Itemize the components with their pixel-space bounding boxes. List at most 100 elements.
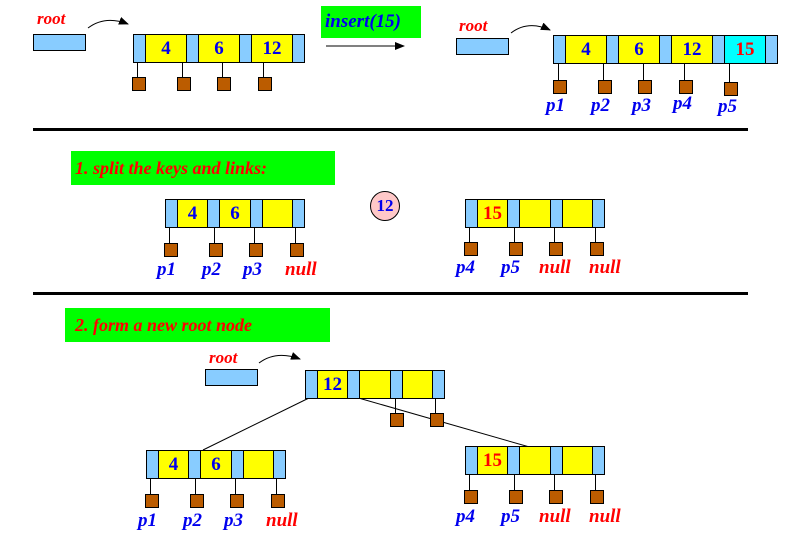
edge-root-left: [202, 396, 312, 451]
child-box: [271, 494, 285, 508]
link-line: [235, 478, 236, 494]
child-box: [598, 80, 612, 94]
root-arrow-after: [510, 22, 551, 34]
pointer-label: p3: [243, 259, 262, 280]
pointer-slot: [660, 36, 672, 63]
pointer-slot: [240, 35, 252, 62]
child-box: [230, 494, 244, 508]
pointer-slot: [250, 200, 263, 227]
pointer-label-null: null: [266, 510, 298, 531]
step2-banner: 2. form a new root node: [65, 308, 330, 342]
pointer-label: p2: [202, 259, 221, 280]
key-slot: 4: [146, 35, 187, 62]
pointer-label: p1: [138, 510, 157, 531]
link-line: [595, 474, 596, 490]
link-line: [295, 227, 296, 243]
child-box: [190, 494, 204, 508]
child-box: [258, 77, 272, 91]
pointer-label: p5: [501, 257, 520, 278]
new-key-slot: 15: [725, 36, 766, 63]
key-slot: 12: [252, 35, 293, 62]
pointer-label-null: null: [285, 259, 317, 280]
pointer-slot: [550, 200, 563, 227]
key-slot: 6: [619, 36, 660, 63]
edge-root-right: [354, 396, 534, 449]
key-slot: [520, 447, 551, 474]
pointer-label: p1: [157, 259, 176, 280]
key-slot: 15: [477, 200, 509, 227]
promoted-key: 12: [370, 191, 400, 221]
pointer-slot: [508, 447, 521, 474]
link-line: [435, 398, 436, 413]
pointer-slot: [187, 35, 199, 62]
pointer-label: p2: [591, 95, 610, 116]
root-label-before: root: [37, 9, 66, 28]
key-slot: 6: [199, 35, 240, 62]
key-slot: 6: [201, 451, 232, 478]
link-line: [514, 474, 515, 490]
pointer-slot: [306, 371, 318, 398]
link-line: [137, 62, 138, 77]
pointer-label-null: null: [539, 506, 571, 527]
link-line: [169, 227, 170, 243]
link-line: [276, 478, 277, 494]
pointer-slot: [348, 371, 361, 398]
child-box: [509, 242, 523, 256]
pointer-label: p4: [673, 93, 692, 114]
link-line: [195, 478, 196, 494]
pointer-label-null: null: [539, 257, 571, 278]
pointer-slot: [554, 36, 566, 63]
pointer-slot: [208, 200, 221, 227]
link-line: [643, 63, 644, 80]
root-arrow-step2: [258, 352, 301, 364]
step1-right-node: 15: [465, 199, 605, 228]
child-box: [249, 243, 263, 257]
pointer-label: p5: [718, 96, 737, 117]
child-box: [164, 243, 178, 257]
pointer-slot: [134, 35, 146, 62]
link-line: [603, 63, 604, 80]
key-slot: [360, 371, 391, 398]
child-box: [209, 243, 223, 257]
pointer-slot: [293, 35, 304, 62]
pointer-slot: [607, 36, 619, 63]
root-label-after: root: [459, 16, 488, 35]
pointer-slot: [508, 200, 521, 227]
pointer-label: p1: [546, 95, 565, 116]
link-line: [554, 227, 555, 242]
node-before: 4 6 12: [133, 34, 305, 63]
child-box: [638, 80, 652, 94]
node-after-insert: 4 6 12 15: [553, 35, 778, 64]
link-line: [182, 62, 183, 77]
child-box: [549, 242, 563, 256]
child-box: [464, 490, 478, 504]
step1-left-node: 4 6: [165, 199, 305, 228]
root-label-step2: root: [209, 348, 238, 367]
key-slot: [520, 200, 551, 227]
link-line: [222, 62, 223, 77]
step1-banner: 1. split the keys and links:: [71, 151, 335, 185]
child-box: [509, 490, 523, 504]
section-divider: [33, 292, 748, 295]
link-line: [554, 474, 555, 490]
child-box: [217, 77, 231, 91]
pointer-slot: [147, 451, 159, 478]
child-box: [430, 413, 444, 427]
link-line: [263, 62, 264, 77]
child-box: [132, 77, 146, 91]
key-slot: [402, 371, 434, 398]
key-slot: [262, 200, 294, 227]
child-box: [724, 82, 738, 96]
pointer-slot: [274, 451, 285, 478]
root-pointer-before: [33, 34, 86, 51]
link-line: [558, 63, 559, 80]
link-line: [684, 63, 685, 80]
child-box: [290, 243, 304, 257]
key-slot: 6: [220, 200, 251, 227]
step2-right-node: 15: [465, 446, 605, 475]
root-arrow-before: [87, 16, 129, 29]
link-line: [729, 63, 730, 82]
link-line: [254, 227, 255, 243]
child-box: [549, 490, 563, 504]
